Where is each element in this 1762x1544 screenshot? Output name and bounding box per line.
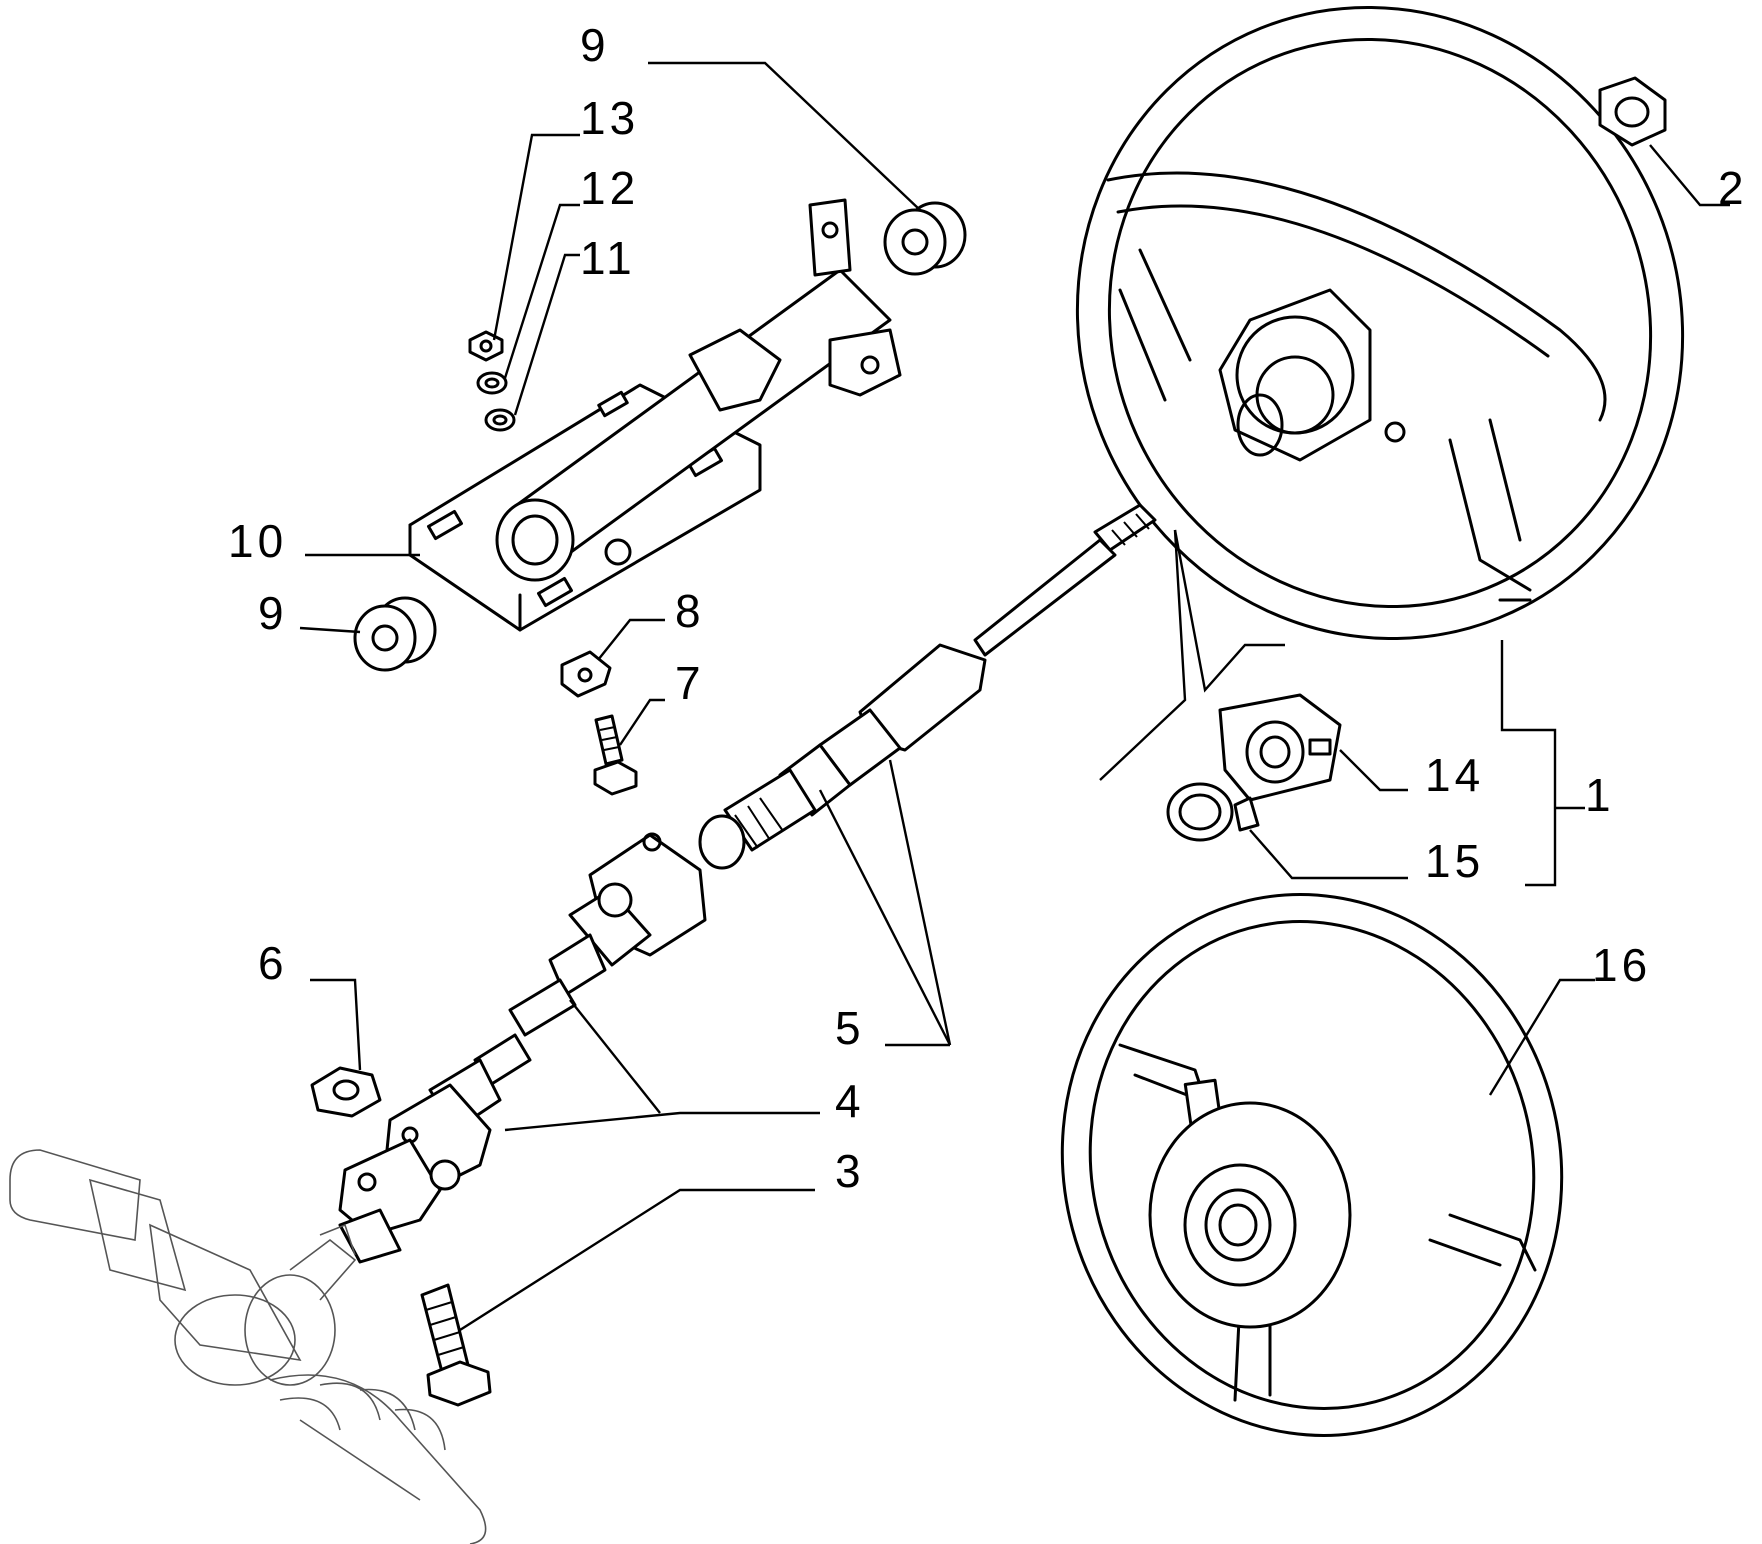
leader-5-a	[818, 789, 952, 1046]
callout-3: 3	[835, 1145, 865, 1197]
callout-10: 10	[228, 515, 288, 567]
callout-4: 4	[835, 1075, 865, 1127]
nut-13	[468, 330, 504, 362]
clip-8	[560, 650, 612, 698]
callout-12: 12	[580, 162, 640, 214]
steering-column-bracket	[408, 198, 902, 632]
callout-9-top: 9	[580, 19, 610, 71]
bush-upper	[883, 201, 967, 276]
callout-13: 13	[580, 92, 640, 144]
callout-11: 11	[580, 232, 636, 284]
leader-13	[492, 133, 580, 341]
callout-15: 15	[1425, 835, 1485, 887]
leader-14	[1339, 749, 1408, 792]
leader-2	[1649, 144, 1730, 207]
intermediate-shaft-uj	[338, 832, 707, 1264]
callout-9-left: 9	[258, 587, 288, 639]
callout-7: 7	[675, 657, 705, 709]
horn-contact-14	[1218, 693, 1342, 802]
callout-1: 1	[1585, 769, 1615, 821]
washer-11	[484, 408, 516, 432]
axis-line-contact	[1173, 529, 1285, 693]
leader-16	[1488, 978, 1595, 1096]
leader-3	[459, 1188, 815, 1332]
callout-2: 2	[1718, 162, 1748, 214]
leader-9-left	[299, 626, 361, 634]
leader-5-b	[888, 759, 952, 1046]
steering-rack-reference	[9, 1149, 487, 1544]
bolt-3	[420, 1283, 492, 1407]
callout-6: 6	[258, 937, 288, 989]
steering-wheel-nut	[1598, 76, 1667, 147]
axis-line-wheel	[1099, 529, 1187, 781]
bush-lower	[353, 596, 437, 672]
steering-wheel-three-spoke	[1060, 893, 1564, 1437]
leader-11	[513, 253, 580, 416]
leader-12	[503, 203, 580, 379]
nut-6	[310, 1066, 382, 1118]
steering-wheel-four-spoke	[1075, 5, 1685, 641]
spring-ring-15	[1166, 782, 1260, 842]
callout-14: 14	[1425, 749, 1485, 801]
leader-6	[310, 978, 362, 1071]
steering-shaft	[698, 503, 1157, 870]
washer-12	[476, 371, 508, 395]
bolt-7	[593, 714, 638, 796]
callout-16: 16	[1592, 939, 1652, 991]
callout-8: 8	[675, 585, 705, 637]
leader-7	[619, 698, 665, 746]
leader-9-top	[648, 61, 921, 211]
leader-4-upper	[569, 999, 661, 1114]
callout-5: 5	[835, 1002, 865, 1054]
leader-1-bracket	[1500, 640, 1557, 887]
leader-4-lower	[504, 1111, 820, 1132]
leader-lines	[299, 61, 1730, 1332]
leader-15	[1249, 829, 1408, 880]
leader-8	[597, 618, 665, 661]
